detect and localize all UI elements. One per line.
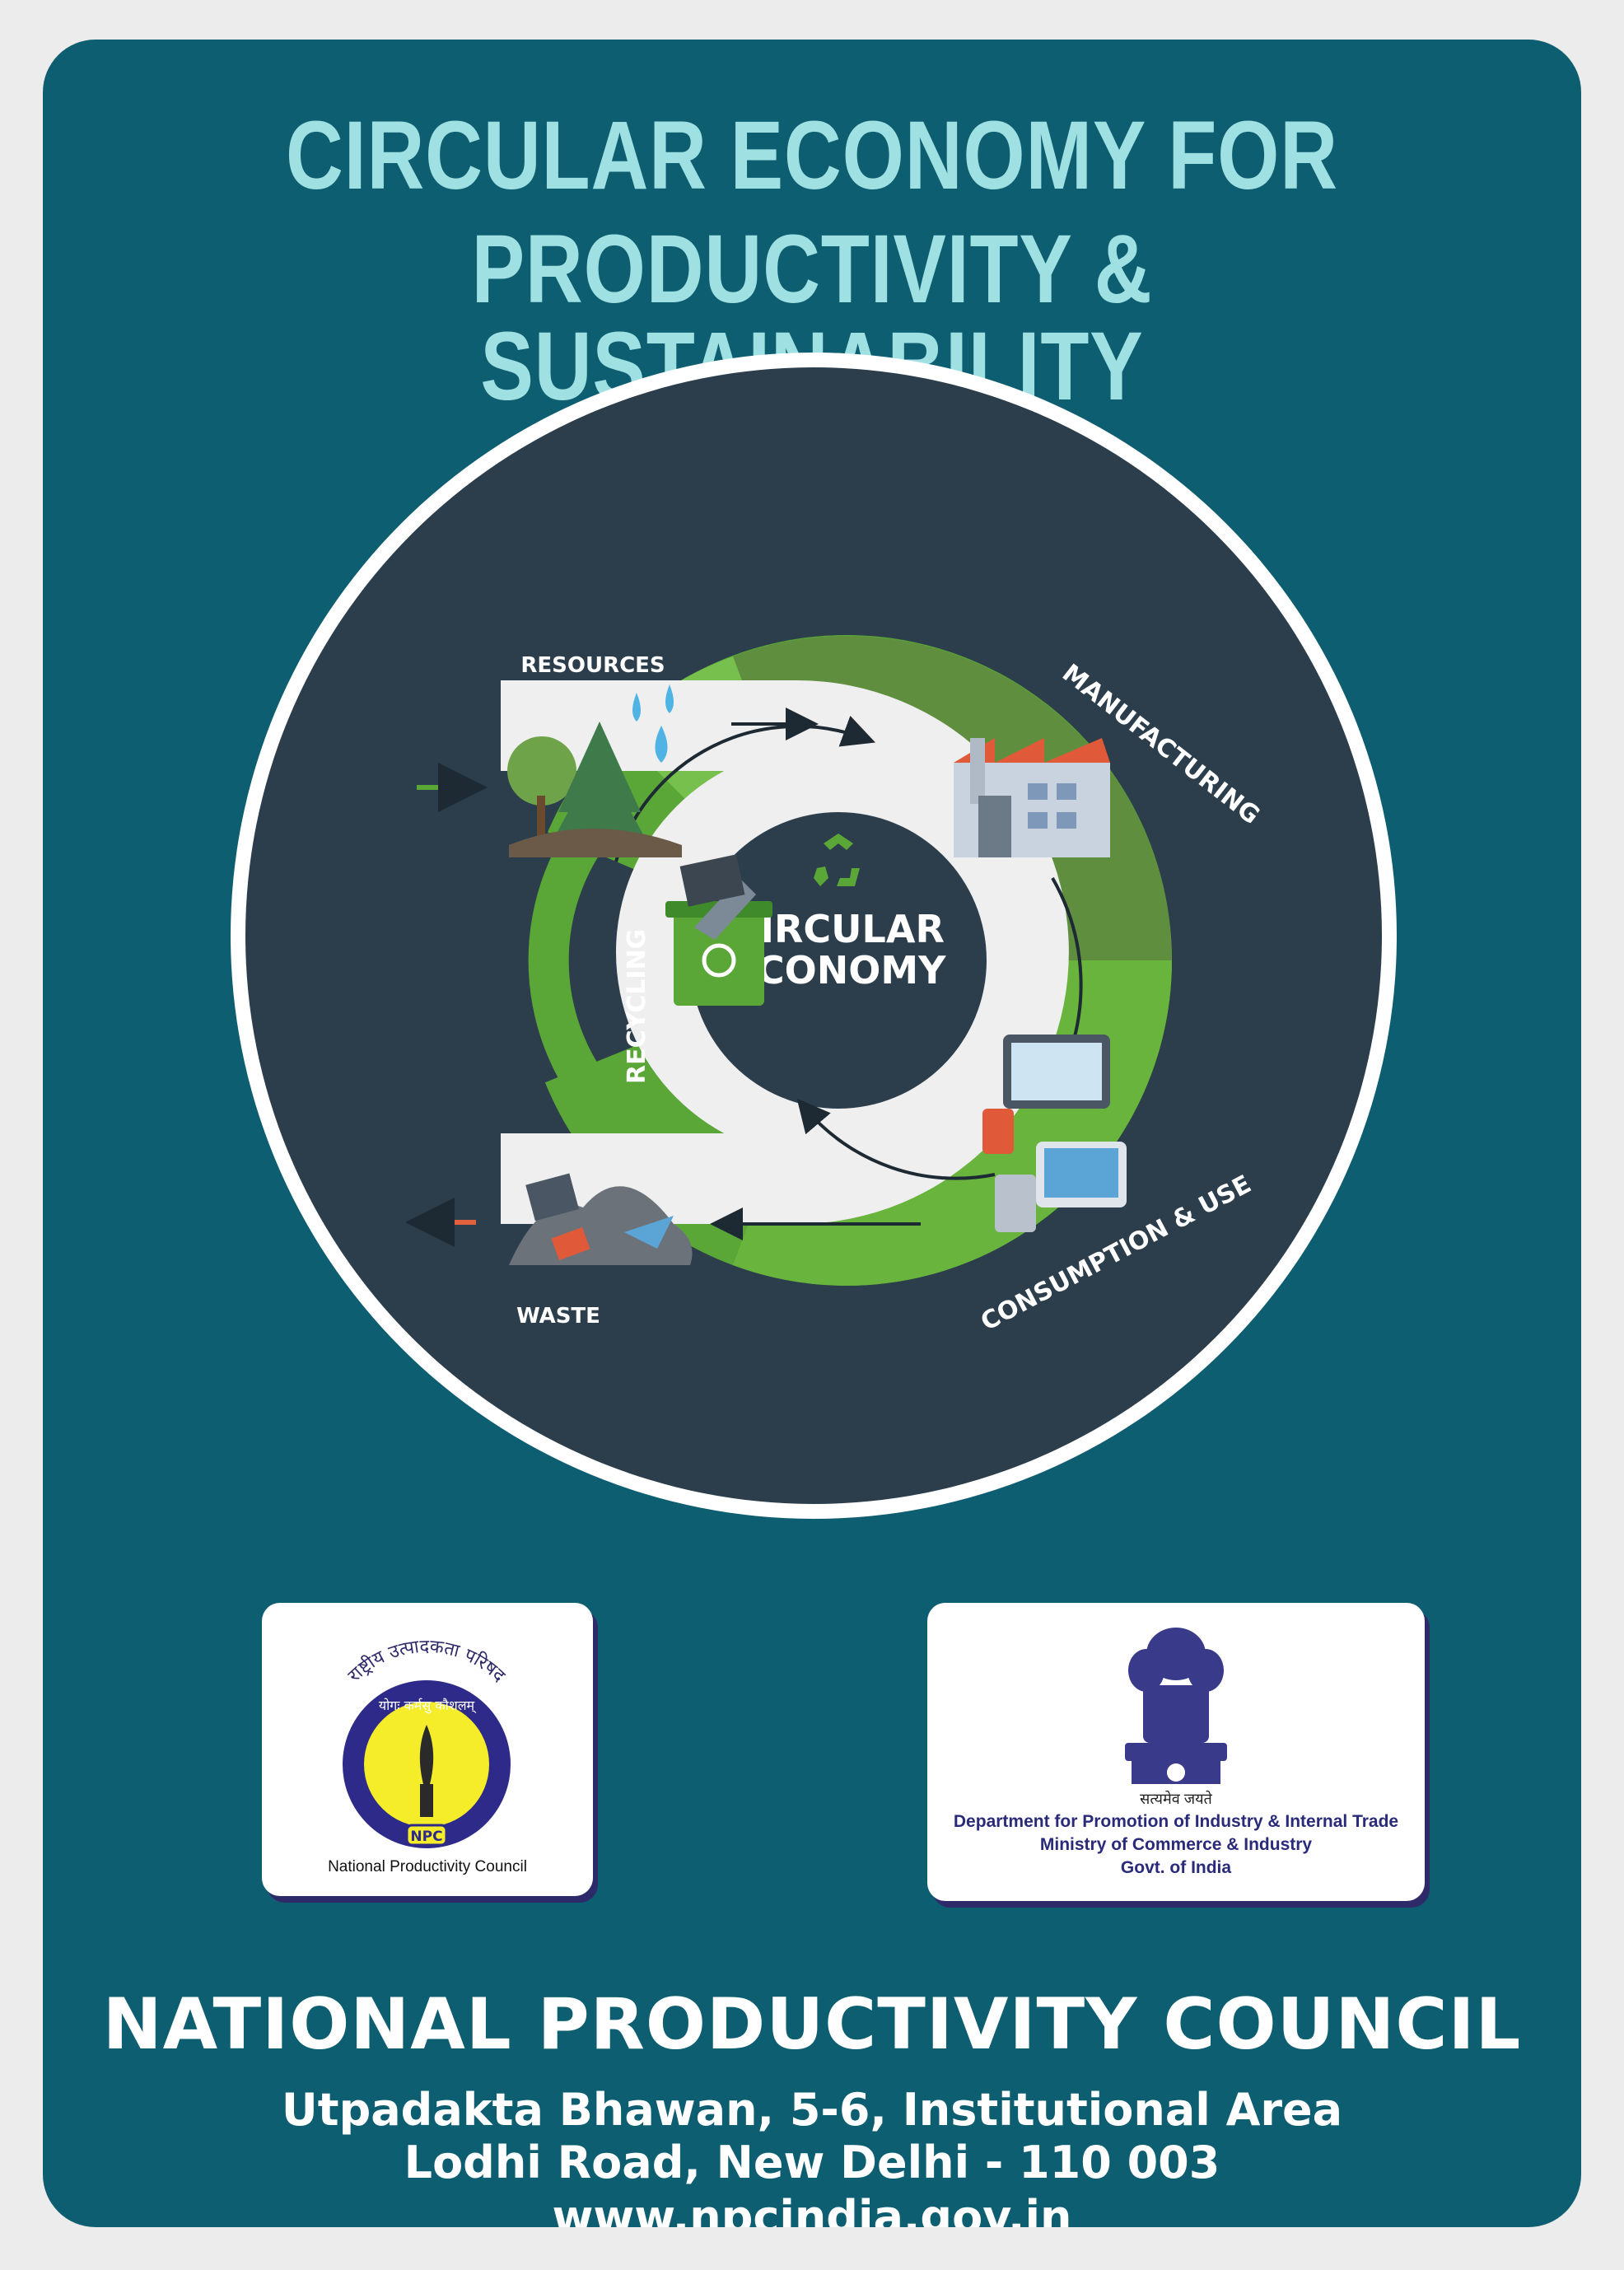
water-drop-icon xyxy=(632,684,674,763)
national-emblem-icon xyxy=(1125,1628,1227,1784)
center-disc xyxy=(690,812,987,1109)
devices-icon xyxy=(982,1035,1127,1232)
recycling-band xyxy=(528,796,657,1125)
address-line-1: Utpadakta Bhawan, 5-6, Institutional Are… xyxy=(281,2084,1343,2136)
gov-department: Department for Promotion of Industry & I… xyxy=(953,1812,1399,1831)
recycle-icon xyxy=(814,834,860,886)
npc-logo: राष्ट्रीय उत्पादकता परिषद योगः कर्मसु कौ… xyxy=(343,1637,511,1848)
npc-motto: योगः कर्मसु कौशलम् xyxy=(379,1698,477,1714)
gov-motto: सत्यमेव जयते xyxy=(1140,1791,1212,1807)
center-label-2: ECONOMY xyxy=(731,948,947,993)
waste-pile-icon xyxy=(509,1173,693,1265)
circular-economy-diagram: CIRCULAR ECONOMY xyxy=(229,351,1398,1520)
waste-label: WASTE xyxy=(516,1304,600,1329)
arrow-icon xyxy=(796,1098,996,1180)
flame-icon xyxy=(419,1725,434,1784)
poster: CIRCULAR ECONOMY FOR PRODUCTIVITY & SUST… xyxy=(43,40,1581,2227)
npc-hindi-arc: राष्ट्रीय उत्पादकता परिषद xyxy=(344,1637,509,1687)
tree-icon xyxy=(507,722,682,857)
org-name: NATIONAL PRODUCTIVITY COUNCIL xyxy=(102,1983,1522,2066)
gov-country: Govt. of India xyxy=(1120,1858,1232,1877)
recycle-bin-icon xyxy=(665,854,772,1006)
title-line-1: CIRCULAR ECONOMY FOR xyxy=(286,101,1338,210)
resources-label: RESOURCES xyxy=(520,653,665,678)
npc-caption: National Productivity Council xyxy=(328,1858,527,1875)
npc-badge: NPC xyxy=(410,1829,442,1845)
address-line-2: Lodhi Road, New Delhi - 110 003 xyxy=(404,2137,1220,2188)
gov-logo-box: सत्यमेव जयते Department for Promotion of… xyxy=(927,1603,1425,1901)
factory-icon xyxy=(954,738,1110,857)
gov-ministry: Ministry of Commerce & Industry xyxy=(1039,1835,1313,1854)
npc-logo-box: राष्ट्रीय उत्पादकता परिषद योगः कर्मसु कौ… xyxy=(262,1603,593,1896)
website-link[interactable]: www.npcindia.gov.in xyxy=(552,2191,1072,2227)
recycling-label: RECYCLING xyxy=(623,929,651,1084)
diagram-svg: CIRCULAR ECONOMY xyxy=(231,353,1397,1519)
